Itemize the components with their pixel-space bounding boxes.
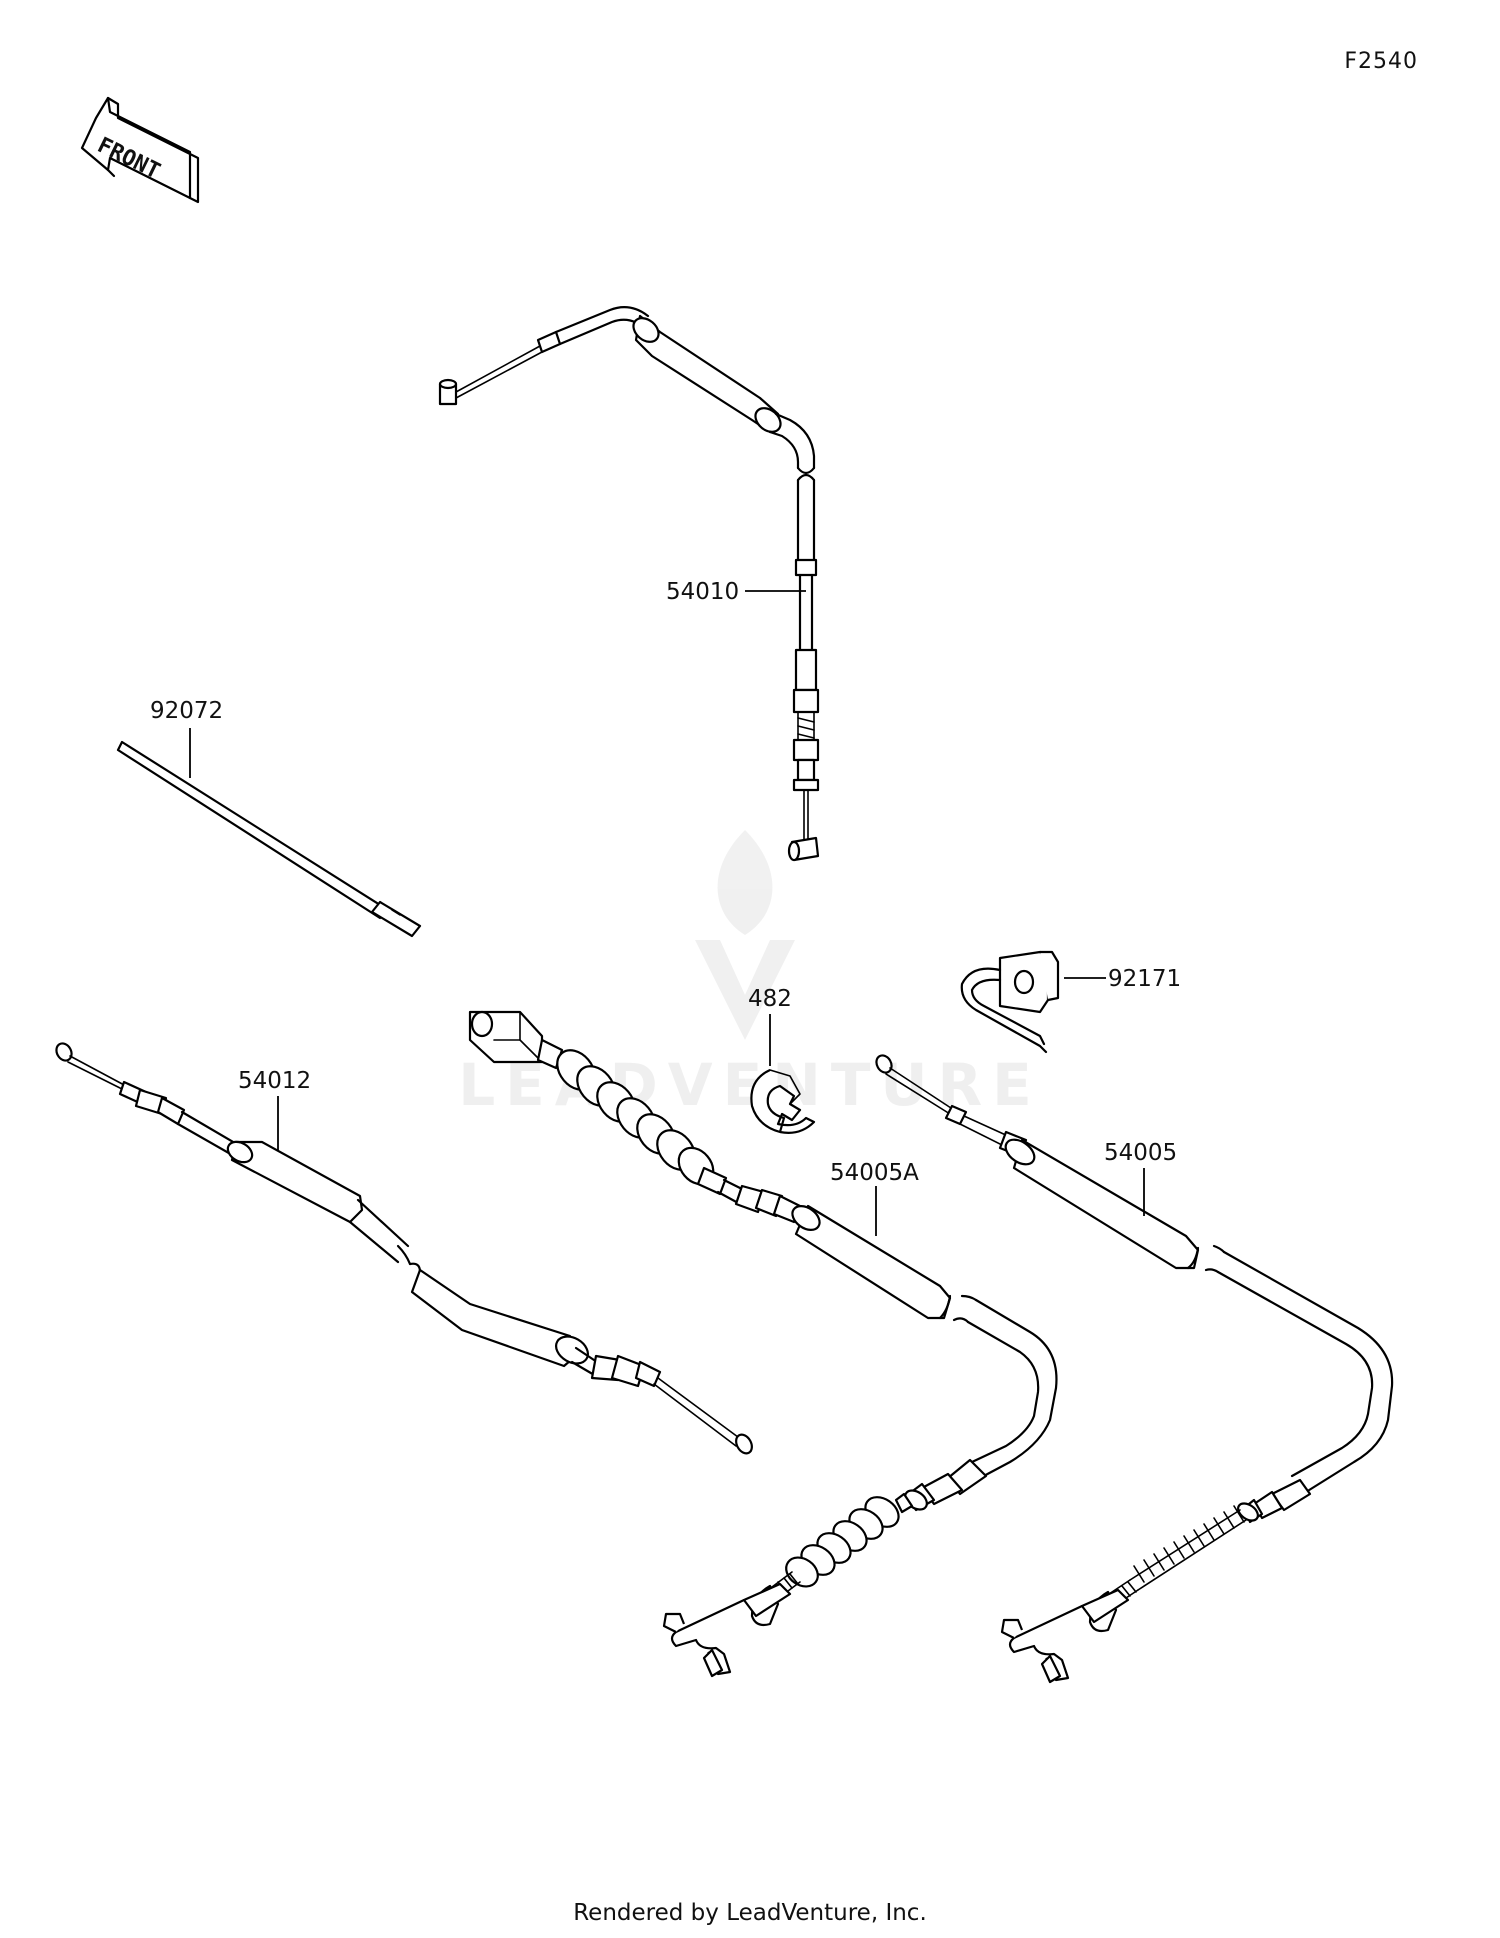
cable-54012 [55, 1042, 753, 1455]
cable-54005A [468, 1010, 1058, 1678]
cable-54010 [438, 305, 820, 862]
footer-credit: Rendered by LeadVenture, Inc. [573, 1900, 927, 1926]
front-label: FRONT [93, 133, 163, 185]
part-label-92171: 92171 [1108, 966, 1181, 992]
part-label-54005A: 54005A [830, 1160, 919, 1186]
part-label-482: 482 [748, 986, 792, 1012]
front-arrow-icon: FRONT [80, 96, 200, 204]
clamp-92171 [960, 950, 1060, 1054]
part-label-92072: 92072 [150, 698, 223, 724]
part-label-54005: 54005 [1104, 1140, 1177, 1166]
e-clip-482 [750, 1068, 816, 1134]
watermark: LEADVENTURE [458, 830, 1032, 1119]
cable-54005 [875, 1054, 1394, 1684]
boot-54005A-upper [556, 1049, 715, 1186]
spring-54005 [1133, 1505, 1245, 1583]
part-label-54010: 54010 [666, 579, 739, 605]
figure-code: F2540 [1344, 49, 1418, 74]
part-label-54012: 54012 [238, 1068, 311, 1094]
cable-tie-92072 [116, 740, 422, 938]
